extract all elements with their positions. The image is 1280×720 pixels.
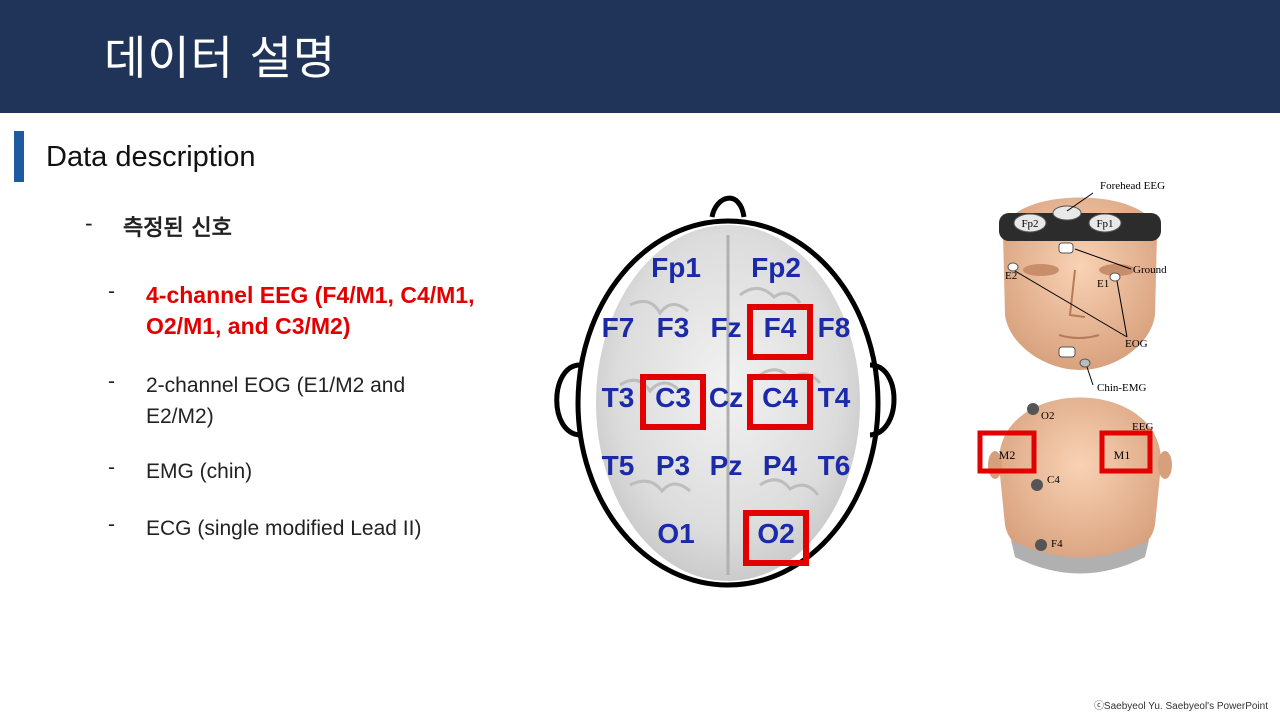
electrode-pz: Pz: [710, 450, 743, 481]
electrode-o2: [1027, 403, 1039, 415]
electrode-p3: P3: [656, 450, 690, 481]
electrode-f3: F3: [657, 312, 690, 343]
label-e1: E1: [1097, 278, 1109, 290]
mouth: [1058, 334, 1100, 339]
left-eye: [1023, 264, 1059, 276]
label-eog: EOG: [1125, 338, 1148, 350]
bullet-dash: -: [85, 210, 93, 236]
label-ground: Ground: [1133, 264, 1167, 276]
highlight-box-o2: [743, 510, 809, 566]
bullet-text: 2-channel EOG (E1/M2 and E2/M2): [146, 374, 406, 428]
nose-outline: [709, 195, 747, 218]
chin-emg-electrode: [1058, 346, 1076, 358]
chin-emg-electrode-side: [1079, 358, 1091, 368]
bullet-text: EMG (chin): [146, 460, 253, 483]
ground-electrode: [1058, 242, 1074, 254]
right-ear-outline: [869, 362, 897, 438]
electrode-t3: T3: [602, 382, 635, 413]
bullet-dash: -: [108, 456, 115, 479]
bullet-dash: -: [108, 513, 115, 536]
electrode-fp1: Fp1: [651, 252, 701, 283]
electrode-fp1-pad: [1088, 213, 1122, 233]
electrode-fp2: Fp2: [751, 252, 801, 283]
electrode-center-pad: [1052, 205, 1082, 221]
section-accent-bar: [14, 131, 24, 182]
electrode-e2-pad: [1007, 262, 1019, 272]
electrode-cz: Cz: [709, 382, 743, 413]
electrode-c4: C4: [762, 382, 798, 413]
slide-header: 데이터 설명: [0, 0, 1280, 113]
electrode-f4: [1035, 539, 1047, 551]
electrode-f7: F7: [602, 312, 635, 343]
label-fp1: Fp1: [1096, 218, 1113, 230]
neck-collar: [1011, 540, 1149, 574]
electrode-e1-pad: [1109, 272, 1121, 282]
electrode-fz: Fz: [710, 312, 741, 343]
electrode-t6: T6: [818, 450, 851, 481]
head-outline: [575, 218, 881, 588]
highlight-m1: [1099, 430, 1153, 474]
bullet-dash: -: [108, 370, 115, 393]
label-forehead-eeg: Forehead EEG: [1100, 180, 1165, 192]
bullet-text: ECG (single modified Lead II): [146, 517, 422, 540]
copyright-footer: ⓒSaebyeol Yu. Saebyeol's PowerPoint: [1093, 701, 1268, 712]
label-fp2: Fp2: [1021, 218, 1038, 230]
label-m2: M2: [999, 448, 1016, 462]
label-m1: M1: [1114, 448, 1131, 462]
right-ear: [1158, 451, 1172, 479]
label-f4: F4: [1051, 538, 1063, 550]
left-ear-outline: [554, 362, 581, 438]
slide-title: 데이터 설명: [104, 31, 337, 85]
label-eeg: EEG: [1132, 421, 1153, 433]
nose: [1068, 269, 1086, 318]
label-o2: O2: [1041, 410, 1054, 422]
label-e2: E2: [1005, 270, 1017, 282]
bullet-text: 4-channel EEG (F4/M1, C4/M1, O2/M1, and …: [146, 282, 475, 339]
label-chin-emg: Chin-EMG: [1097, 382, 1147, 394]
electrode-o2: O2: [757, 518, 794, 549]
electrode-o1: O1: [657, 518, 694, 549]
electrode-t4: T4: [818, 382, 851, 413]
bullet-text: 측정된 신호: [123, 216, 232, 241]
highlight-box-c3: [640, 374, 706, 430]
highlight-box-c4: [747, 374, 813, 430]
electrode-f8: F8: [818, 312, 851, 343]
highlight-box-f4: [747, 304, 813, 360]
electrode-c3: C3: [655, 382, 691, 413]
electrode-c4: [1031, 479, 1043, 491]
electrode-fp2-pad: [1013, 213, 1047, 233]
head-back: [998, 397, 1162, 567]
electrode-t5: T5: [602, 450, 635, 481]
electrode-f4: F4: [764, 312, 797, 343]
bullet-dash: -: [108, 280, 115, 303]
label-c4: C4: [1047, 474, 1060, 486]
electrode-p4: P4: [763, 450, 798, 481]
head-electrode-diagram: Fp2 Fp1 Forehead EEG Ground E2 E1 EOG Ch…: [977, 180, 1172, 574]
section-title: Data description: [46, 141, 256, 173]
highlight-m2: [977, 430, 1037, 474]
